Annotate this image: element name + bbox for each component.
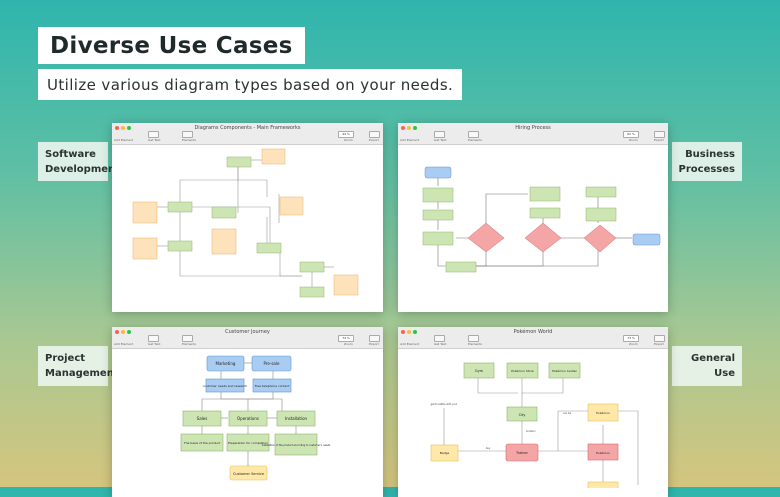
node-customer-service: Customer Service — [233, 472, 264, 476]
get-text-label: Get Text — [148, 138, 161, 142]
node-installation-detail: Installation of the product according to… — [262, 444, 331, 447]
tag-line: Software — [45, 148, 96, 160]
elements-icon[interactable] — [182, 335, 193, 342]
edge-label-can-be: can be — [563, 412, 572, 415]
edge-label-location: location — [526, 430, 536, 433]
elements-label: Elements — [182, 138, 196, 142]
elements-label: Elements — [468, 138, 482, 142]
node-sales: Sales — [197, 416, 208, 421]
tag-line: Development — [45, 163, 120, 175]
get-text-icon[interactable] — [148, 131, 159, 138]
zoom-control[interactable]: 74 % — [338, 335, 354, 342]
traffic-lights[interactable] — [401, 126, 417, 130]
get-text-icon[interactable] — [434, 335, 445, 342]
window-title: Hiring Process — [515, 125, 551, 131]
export-label: Export — [369, 342, 379, 346]
software-diagram — [132, 148, 359, 298]
export-icon[interactable] — [654, 335, 665, 342]
elements-icon[interactable] — [182, 131, 193, 138]
get-text-icon[interactable] — [434, 131, 445, 138]
tag-line: Processes — [678, 163, 735, 175]
zoom-label: Zoom — [344, 138, 353, 142]
hero-subtitle: Utilize various diagram types based on y… — [38, 69, 463, 100]
elements-label: Elements — [468, 342, 482, 346]
window-title: Pokémon World — [513, 329, 553, 335]
window-toolbar: Hiring Process Add Element Get Text Elem… — [398, 123, 668, 145]
hero-title: Diverse Use Cases — [38, 27, 305, 64]
window-software[interactable]: Diagrams Components - Main Frameworks Ad… — [112, 123, 383, 312]
tag-line: Use — [714, 368, 735, 379]
elements-icon[interactable] — [468, 335, 479, 342]
get-text-label: Get Text — [434, 138, 447, 142]
zoom-control[interactable]: 44 % — [338, 131, 354, 138]
tag-line: General — [691, 353, 735, 364]
window-toolbar: Pokémon World Add Element Get Text Eleme… — [398, 327, 668, 349]
node-installation: Installation — [285, 416, 308, 421]
node-pokemon: Pokémon — [596, 451, 610, 455]
zoom-control[interactable]: 73 % — [623, 335, 639, 342]
tag-line: Management — [45, 368, 119, 379]
diagram-canvas[interactable] — [112, 144, 383, 312]
window-toolbar: Customer Journey Add Element Get Text El… — [112, 327, 383, 349]
node-city: City — [519, 413, 526, 417]
zoom-label: Zoom — [629, 138, 638, 142]
node-operations: Operations — [237, 416, 259, 421]
export-label: Export — [654, 342, 664, 346]
node-preparation: Preparation for completion — [228, 441, 268, 445]
elements-label: Elements — [182, 342, 196, 346]
node-pokemon-store: Pokémon Store — [511, 369, 534, 373]
node-marketing: Marketing — [216, 361, 236, 366]
tag-line: Project — [45, 353, 86, 364]
edge-label-battle: get to battle with your — [431, 403, 458, 406]
edge-label-buy: buy — [486, 447, 491, 450]
window-title: Diagrams Components - Main Frameworks — [194, 125, 301, 131]
node-pokemon-center: Pokémon Center — [552, 369, 577, 373]
diagram-canvas[interactable]: Gym Pokémon Store Pokémon Center City Po… — [398, 348, 668, 497]
node-pre-sale: Pre-sale — [264, 361, 280, 366]
tag-software-development: Software Development — [38, 142, 120, 181]
add-element-button[interactable]: Add Element — [114, 138, 134, 142]
add-element-button[interactable]: Add Element — [400, 138, 420, 142]
zoom-label: Zoom — [629, 342, 638, 346]
get-text-label: Get Text — [148, 342, 161, 346]
add-element-button[interactable]: Add Element — [114, 342, 134, 346]
window-business[interactable]: Hiring Process Add Element Get Text Elem… — [398, 123, 668, 312]
node-gym: Gym — [475, 369, 484, 373]
traffic-lights[interactable] — [115, 126, 131, 130]
window-toolbar: Diagrams Components - Main Frameworks Ad… — [112, 123, 383, 145]
export-label: Export — [369, 138, 379, 142]
tag-project-management: Project Management — [38, 346, 119, 386]
diagram-canvas[interactable]: Marketing Pre-sale customer needs and re… — [112, 348, 383, 497]
export-label: Export — [654, 138, 664, 142]
elements-icon[interactable] — [468, 131, 479, 138]
pokemon-world-diagram: Gym Pokémon Store Pokémon Center City Po… — [431, 362, 639, 491]
traffic-lights[interactable] — [401, 330, 417, 334]
zoom-label: Zoom — [344, 342, 353, 346]
export-icon[interactable] — [654, 131, 665, 138]
traffic-lights[interactable] — [115, 330, 131, 334]
export-icon[interactable] — [369, 131, 380, 138]
tag-general-use: General Use — [672, 346, 742, 386]
window-project[interactable]: Customer Journey Add Element Get Text El… — [112, 327, 383, 497]
customer-journey-diagram: Marketing Pre-sale customer needs and re… — [180, 355, 331, 481]
window-general[interactable]: Pokémon World Add Element Get Text Eleme… — [398, 327, 668, 497]
tag-business-processes: Business Processes — [672, 142, 742, 181]
export-icon[interactable] — [369, 335, 380, 342]
node-free-telephone: Free telephone contact — [255, 384, 290, 388]
node-customer-needs: customer needs and research — [203, 384, 248, 388]
tag-line: Business — [685, 148, 735, 160]
get-text-icon[interactable] — [148, 335, 159, 342]
node-trainer: Trainer — [515, 451, 529, 455]
node-product-basis: The basis of the product — [183, 441, 221, 445]
zoom-control[interactable]: 62 % — [623, 131, 639, 138]
add-element-button[interactable]: Add Element — [400, 342, 420, 346]
get-text-label: Get Text — [434, 342, 447, 346]
diagram-canvas[interactable] — [398, 144, 668, 312]
node-badge: Badge — [440, 451, 450, 455]
node-pokemon-top: Pokémon — [596, 411, 610, 415]
window-title: Customer Journey — [225, 329, 270, 335]
hiring-diagram — [422, 166, 661, 273]
